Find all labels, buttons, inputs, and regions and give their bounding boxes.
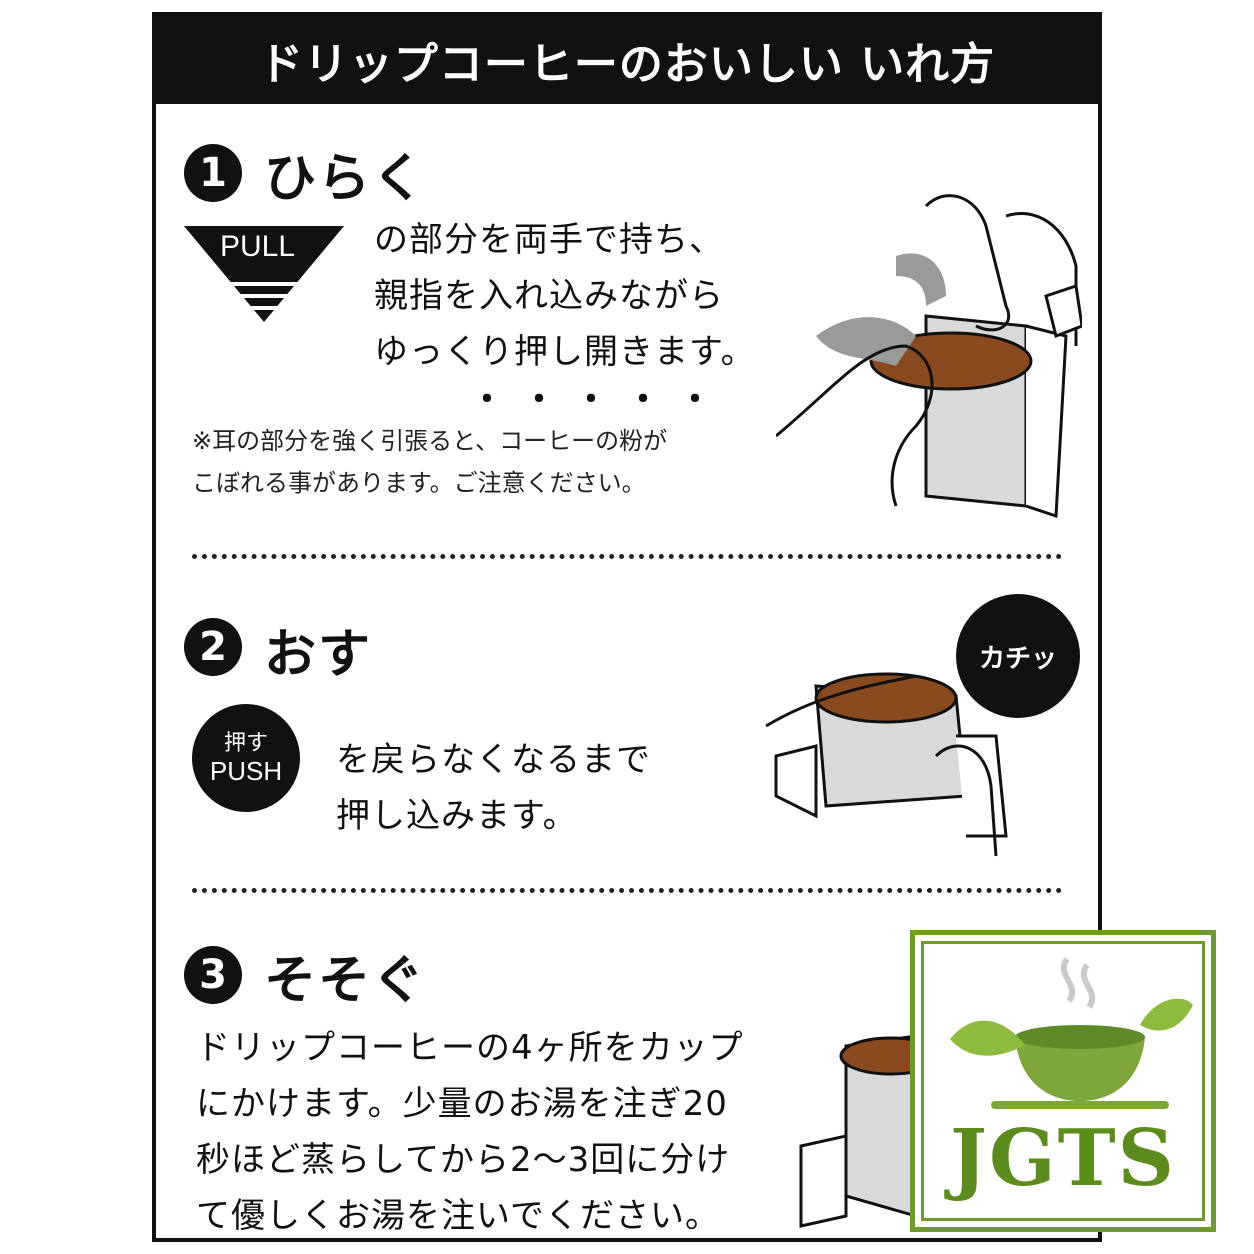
pour-drip-bag-illustration	[799, 1034, 916, 1228]
open-drip-bag-illustration	[776, 194, 1082, 519]
step-1-dots: ・・・・・	[470, 380, 730, 420]
step-1-line: の部分を両手で持ち、	[374, 220, 724, 260]
step-3-line: にかけます。少量のお湯を注ぎ20	[196, 1084, 728, 1124]
step-1-number: 1	[184, 144, 242, 202]
step-1-title: ひらく	[264, 149, 427, 209]
step-1-line: 親指を入れ込みながら	[374, 276, 724, 316]
section-divider	[192, 554, 1062, 559]
step-3-description: ドリップコーヒーの4ヶ所をカップ にかけます。少量のお湯を注ぎ20 秒ほど蒸らし…	[196, 1020, 744, 1238]
logo-text: JGTS	[950, 1113, 1176, 1204]
step-2-line: 押し込みます。	[336, 796, 578, 836]
instruction-card: ドリップコーヒーのおいしい いれ方 1 ひらく PULL の部分を両手で持ち、 …	[152, 12, 1102, 1242]
step-3-number: 3	[184, 946, 242, 1004]
step-3-line: て優しくお湯を注いでください。	[196, 1196, 720, 1236]
step-1-line: ゆっくり押し開きます。	[374, 332, 756, 372]
jgts-logo: JGTS	[910, 930, 1216, 1232]
section-divider	[192, 888, 1062, 893]
step-2-title: おす	[264, 625, 373, 685]
tea-cup-icon	[950, 957, 1193, 1109]
logo-inner-border	[921, 941, 1205, 1221]
push-badge-en: PUSH	[209, 756, 283, 786]
pull-label: PULL	[220, 230, 296, 263]
step-2-description: を戻らなくなるまで 押し込みます。	[336, 732, 651, 844]
note-line: こぼれる事があります。ご注意ください。	[192, 469, 646, 497]
push-drip-bag-illustration	[765, 672, 1008, 857]
push-badge-jp: 押す	[223, 730, 268, 755]
pull-triangle-icon	[184, 226, 344, 322]
step-1-note: ※耳の部分を強く引張ると、コーヒーの粉が こぼれる事があります。ご注意ください。	[192, 420, 667, 504]
push-badge: 押す PUSH	[192, 704, 300, 812]
step-3-line: ドリップコーヒーの4ヶ所をカップ	[196, 1028, 744, 1068]
step-3-title: そそぐ	[264, 951, 427, 1011]
page-title: ドリップコーヒーのおいしい いれ方	[156, 16, 1098, 104]
note-line: ※耳の部分を強く引張ると、コーヒーの粉が	[192, 427, 668, 455]
step-1-description: の部分を両手で持ち、 親指を入れ込みながら ゆっくり押し開きます。	[374, 212, 756, 380]
step-3-line: 秒ほど蒸らしてから2～3回に分け	[196, 1140, 731, 1180]
step-2-number: 2	[184, 618, 242, 676]
click-sound-bubble: カチッ	[956, 594, 1080, 718]
step-2-line: を戻らなくなるまで	[336, 740, 651, 780]
